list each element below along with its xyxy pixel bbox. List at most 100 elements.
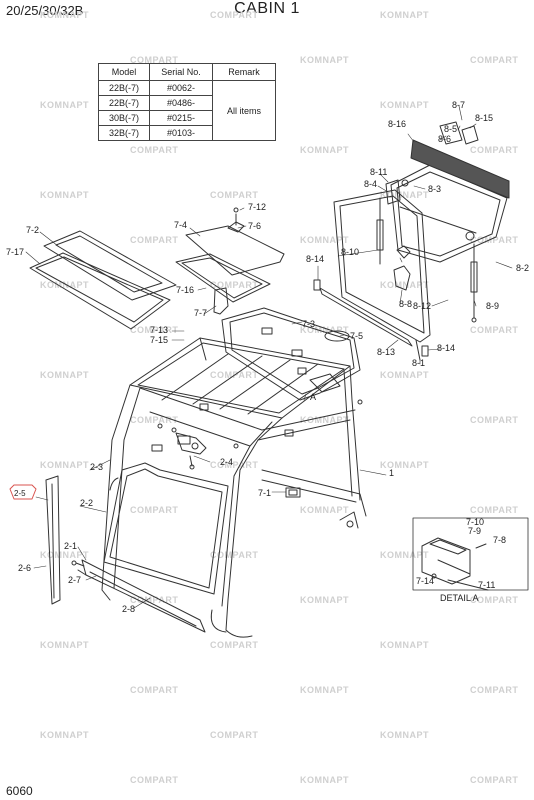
part-label: 8-1 [412,358,425,368]
part-label: 7-4 [174,220,187,230]
part-label: 8-13 [377,347,395,357]
watermark-text: COMPART [130,145,179,155]
part-label: 8-3 [428,184,441,194]
watermark-text: KOMNAPT [300,325,349,335]
watermark-text: KOMNAPT [380,730,429,740]
watermark-text: COMPART [210,10,259,20]
cell-serial: #0103- [149,125,213,141]
roof-glass [43,230,177,301]
watermark-text: KOMNAPT [40,550,89,560]
rear-window-frame [319,189,431,361]
watermark-text: COMPART [470,595,519,605]
watermark-text: KOMNAPT [380,370,429,380]
part-label: 8-7 [452,100,465,110]
part-label: 8-15 [475,113,493,123]
part-label: 8-9 [486,301,499,311]
bracket-7-1 [285,487,301,498]
part-label: 8-8 [399,299,412,309]
part-label: 2-5 [14,489,26,498]
part-label: 2-3 [90,462,103,472]
watermark-text: COMPART [130,505,179,515]
bracket-7-1-inner [288,489,298,496]
part-label: 8-4 [364,179,377,189]
rear-panel [221,307,361,401]
detail-a-caption: DETAIL A [440,593,479,603]
watermark-text: KOMNAPT [380,550,429,560]
header-remark: Remark [212,63,276,81]
gas-springs [376,197,478,323]
part-label: 2-8 [122,604,135,614]
rear-window-strip [410,139,510,199]
watermark-text: KOMNAPT [380,640,429,650]
cell-serial: #0062- [149,80,213,96]
watermark-text: COMPART [470,685,519,695]
part-label: 7-7 [194,308,207,318]
part-label: 7-1 [258,488,271,498]
part-label: 2-4 [220,457,233,467]
part-label: 8-5 [444,124,457,134]
watermark-text: KOMNAPT [380,280,429,290]
header-model: Model [98,63,150,81]
watermark-text: COMPART [130,325,179,335]
watermark-text: KOMNAPT [40,280,89,290]
part-label: 2-7 [68,575,81,585]
bolt-8-4 [385,179,401,205]
part-label: 8-14 [437,343,455,353]
part-label: 7-3 [302,319,315,329]
part-label: 7-12 [248,202,266,212]
watermark-text: COMPART [210,190,259,200]
watermark-text: KOMNAPT [380,190,429,200]
watermark-text: KOMNAPT [40,370,89,380]
model-table: Model Serial No. Remark 22B(-7) #0062- A… [98,63,276,141]
part-label: 7-2 [26,225,39,235]
part-label: 2-6 [18,563,31,573]
part-label: 7-10 [466,517,484,527]
watermark-text: KOMNAPT [40,190,89,200]
watermark-text: COMPART [210,730,259,740]
watermark-text: COMPART [470,235,519,245]
part-label: 7-15 [150,335,168,345]
watermark-text: COMPART [210,280,259,290]
watermark-text: COMPART [130,235,179,245]
cell-model: 22B(-7) [98,95,150,111]
watermark-text: KOMNAPT [380,10,429,20]
part-label: 8-12 [413,301,431,311]
watermark-text: KOMNAPT [380,100,429,110]
watermark-text: COMPART [470,415,519,425]
part-label: 7-14 [416,576,434,586]
part-label: 1 [389,468,394,478]
cell-model: 32B(-7) [98,125,150,141]
watermark-text: COMPART [470,505,519,515]
cell-serial: #0486- [149,95,213,111]
page-number: 6060 [6,784,33,798]
front-door-assembly [45,432,229,633]
page-title: CABIN 1 [234,0,300,17]
part-label: 8-14 [306,254,324,264]
watermark-text: COMPART [130,685,179,695]
watermark-text: COMPART [210,460,259,470]
detail-a-box [412,517,529,591]
table-row: 32B(-7) #0103- [98,125,276,141]
watermark-text: COMPART [130,595,179,605]
watermark-text: KOMNAPT [300,415,349,425]
part-label: 7-11 [478,580,495,590]
cell-model: 30B(-7) [98,110,150,126]
watermark-text: COMPART [210,550,259,560]
latch-8-8 [393,265,411,291]
watermark-text: COMPART [470,55,519,65]
part-label: 7-16 [176,285,194,295]
watermark-text: COMPART [130,55,179,65]
watermark-text: KOMNAPT [300,775,349,785]
table-row: 30B(-7) #0215- [98,110,276,126]
watermark-text: COMPART [130,415,179,425]
watermark-text: COMPART [470,775,519,785]
watermark-text: KOMNAPT [40,100,89,110]
watermark-text: COMPART [210,640,259,650]
watermark-text: KOMNAPT [300,55,349,65]
seal-8-14-left [313,279,321,291]
cell-serial: #0215- [149,110,213,126]
part-label: 8-11 [370,167,387,177]
sunvisor-assembly [175,207,285,315]
